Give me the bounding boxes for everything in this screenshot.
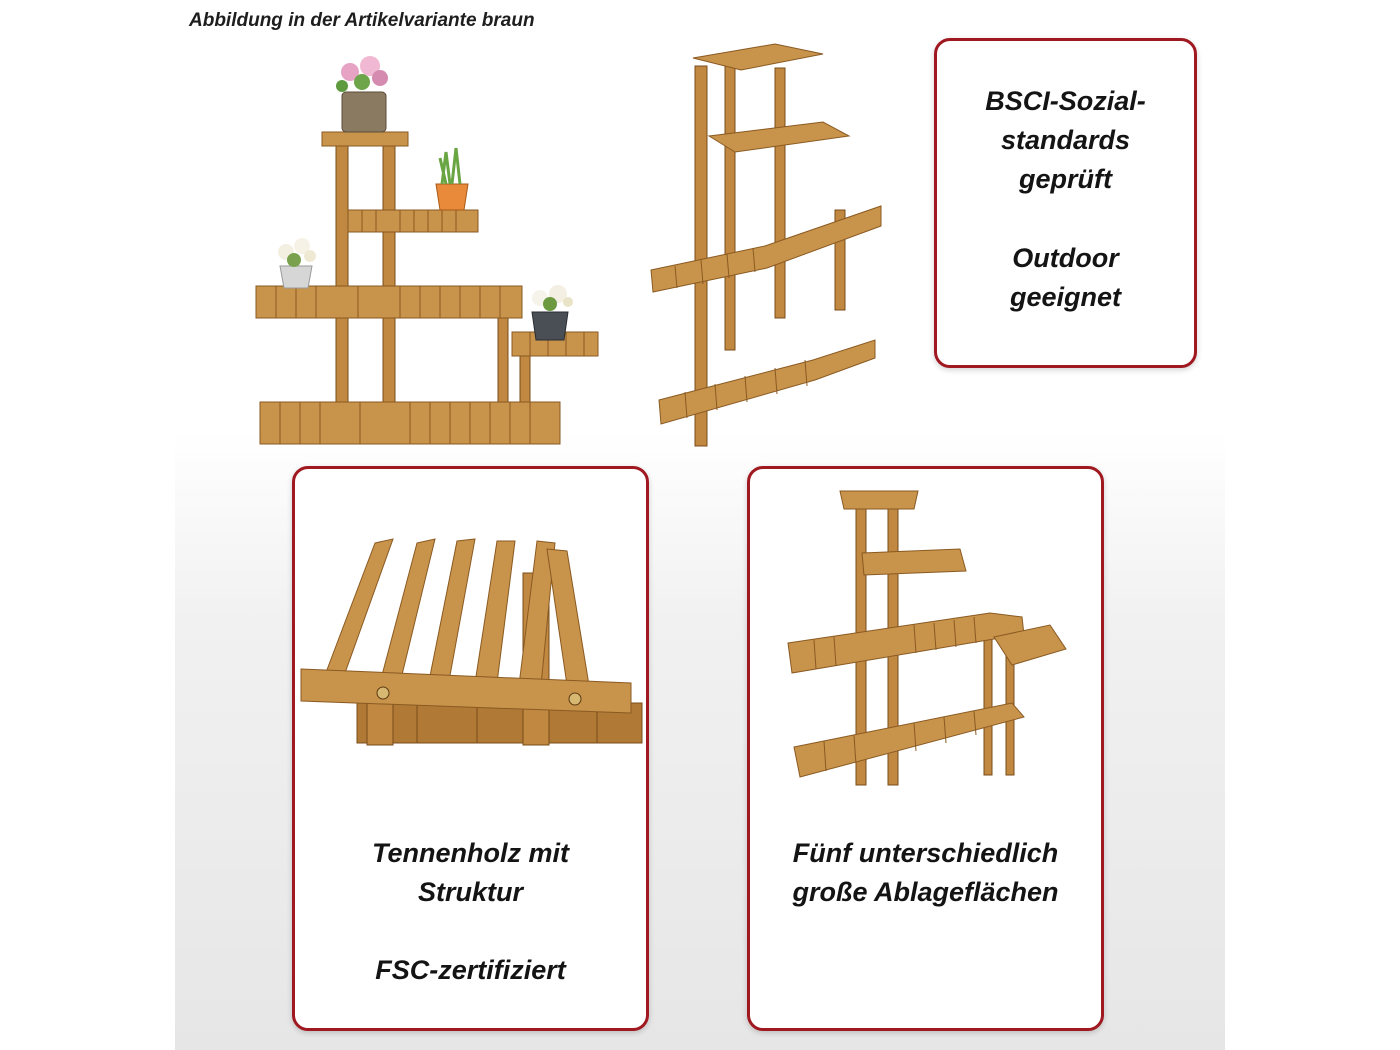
shelves-card: Fünf unterschiedlich große Ablageflächen xyxy=(747,466,1104,1031)
certification-line-2: standards xyxy=(1000,125,1131,155)
certification-line-3: geprüft xyxy=(1019,164,1112,194)
fsc-line: FSC-zertifiziert xyxy=(375,955,566,985)
certification-line-1: BSCI-Sozial- xyxy=(985,86,1146,116)
slat-detail-image xyxy=(300,538,643,746)
flower-pot-icon xyxy=(336,56,388,133)
wood-line-2: Struktur xyxy=(417,877,523,907)
wood-detail-card: Tennenholz mit Struktur FSC-zertifiziert xyxy=(292,466,649,1031)
certification-card: BSCI-Sozial- standards geprüft Outdoor g… xyxy=(934,38,1197,368)
shelves-line-2: große Ablageflächen xyxy=(792,877,1059,907)
shelves-line-1: Fünf unterschiedlich xyxy=(792,838,1059,868)
plant-stand-empty-image xyxy=(787,490,1067,786)
wood-line-1: Tennenholz mit xyxy=(372,838,569,868)
plant-stand-front-image xyxy=(255,56,599,445)
product-image-canvas: Abbildung in der Artikelvariante braun xyxy=(175,0,1225,1050)
plant-stand-angled-image xyxy=(650,43,882,447)
outdoor-line-2: geeignet xyxy=(1009,282,1122,312)
outdoor-line-1: Outdoor xyxy=(1012,243,1119,273)
image-caption: Abbildung in der Artikelvariante braun xyxy=(189,10,535,31)
